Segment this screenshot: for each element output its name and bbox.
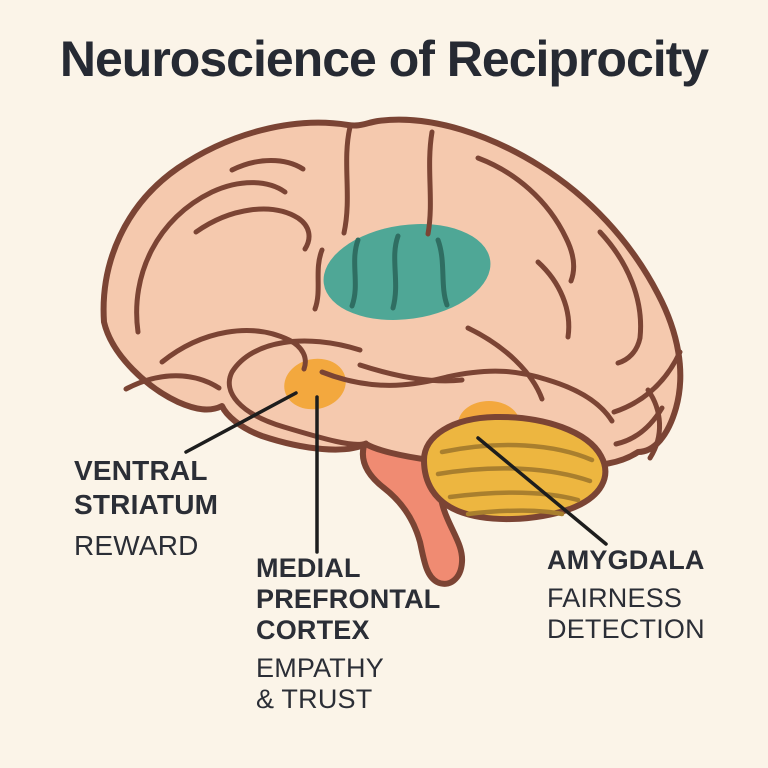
insula-sulci-lines bbox=[349, 233, 450, 311]
region-function-line: DETECTION bbox=[547, 614, 705, 644]
region-name-line: CORTEX bbox=[256, 615, 370, 645]
label-amygdala: AMYGDALA FAIRNESS DETECTION bbox=[547, 545, 705, 645]
label-ventral-striatum: VENTRAL STRIATUM REWARD bbox=[74, 454, 218, 563]
leader-lines bbox=[184, 391, 608, 554]
region-name-line: AMYGDALA bbox=[547, 545, 705, 575]
sulci-lines bbox=[123, 124, 683, 461]
region-function-line: FAIRNESS bbox=[547, 583, 683, 613]
region-function-line: EMPATHY bbox=[256, 653, 384, 683]
region-name-line: VENTRAL bbox=[74, 455, 208, 486]
ventral-striatum-highlight bbox=[284, 358, 346, 410]
region-function-line: REWARD bbox=[74, 530, 199, 561]
insula-highlight bbox=[323, 224, 491, 320]
leader-amygdala bbox=[476, 436, 608, 546]
region-name-line: PREFRONTAL bbox=[256, 584, 441, 614]
region-function-line: & TRUST bbox=[256, 684, 373, 714]
leader-ventral-striatum bbox=[184, 391, 298, 454]
region-name-line: MEDIAL bbox=[256, 553, 361, 583]
region-name-line: STRIATUM bbox=[74, 489, 219, 520]
page-title: Neuroscience of Reciprocity bbox=[59, 31, 709, 87]
label-medial-prefrontal-cortex: MEDIAL PREFRONTAL CORTEX EMPATHY & TRUST bbox=[256, 553, 441, 715]
cerebellum-folia-lines bbox=[435, 442, 595, 517]
